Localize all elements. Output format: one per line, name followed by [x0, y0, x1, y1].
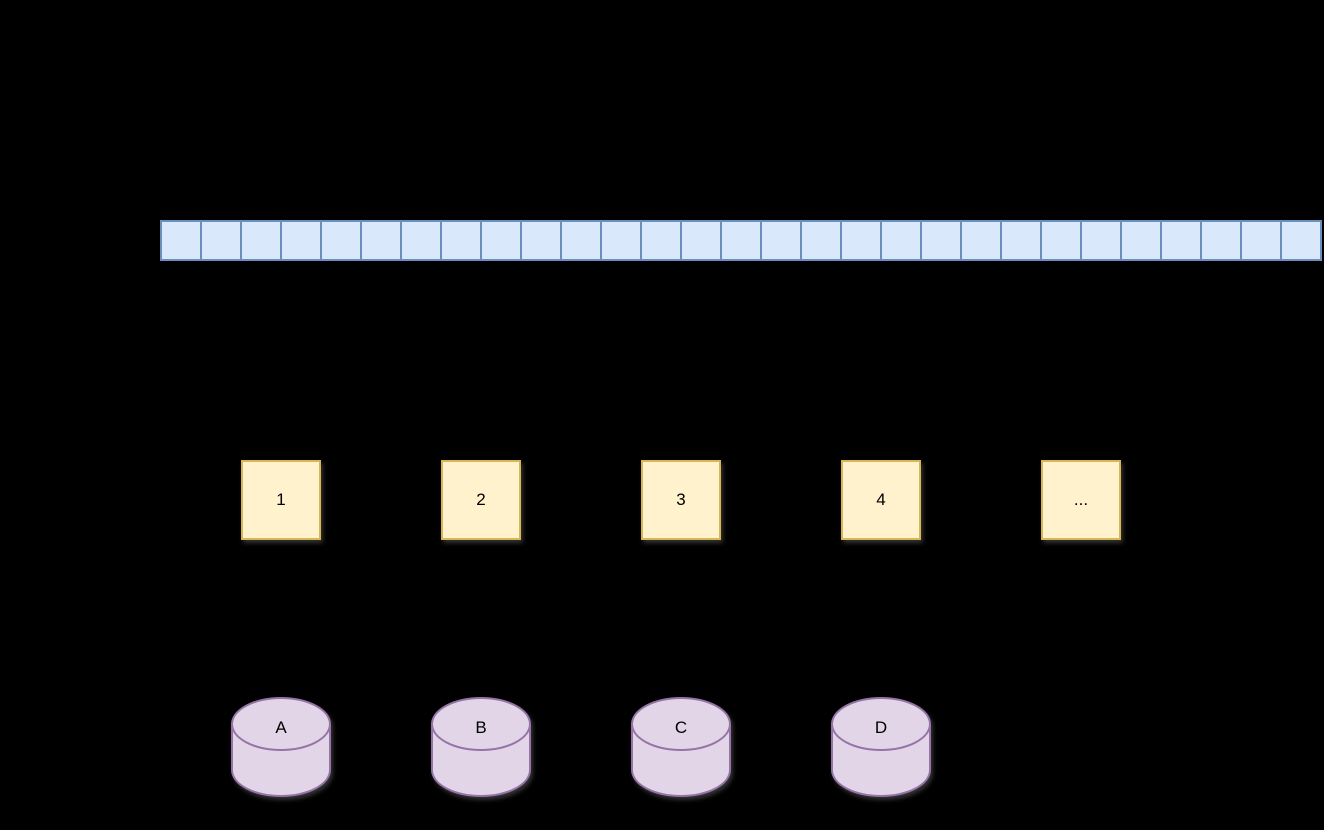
- slot-cell: [562, 222, 602, 259]
- shard-label: 2: [476, 490, 486, 509]
- slot-cell: [402, 222, 442, 259]
- shard-node: 4: [841, 460, 921, 540]
- slot-cell: [682, 222, 722, 259]
- database-label: B: [475, 718, 487, 737]
- slot-cell: [522, 222, 562, 259]
- slot-cell: [1202, 222, 1242, 259]
- slot-cell: [962, 222, 1002, 259]
- database-row: A B C D: [231, 697, 931, 797]
- slot-cell: [602, 222, 642, 259]
- slot-cell: [762, 222, 802, 259]
- database-cylinder: C: [631, 697, 731, 797]
- database-cylinder-top: [631, 697, 731, 751]
- slot-cell: [882, 222, 922, 259]
- slot-cell: [1122, 222, 1162, 259]
- shard-node: 2: [441, 460, 521, 540]
- shard-label: 3: [676, 490, 686, 509]
- slot-cell: [1042, 222, 1082, 259]
- slot-cell: [202, 222, 242, 259]
- slot-cell: [1162, 222, 1202, 259]
- shard-label: 4: [876, 490, 886, 509]
- slot-cell: [922, 222, 962, 259]
- shard-node: ...: [1041, 460, 1121, 540]
- shard-label: ...: [1073, 490, 1089, 509]
- slot-cell: [1002, 222, 1042, 259]
- database-cylinder: B: [431, 697, 531, 797]
- slot-cell: [482, 222, 522, 259]
- database-label: D: [874, 718, 888, 737]
- slot-bar: [160, 220, 1322, 261]
- database-cylinder: A: [231, 697, 331, 797]
- slot-cell: [362, 222, 402, 259]
- slot-cell: [242, 222, 282, 259]
- slot-cell: [1242, 222, 1282, 259]
- database-cylinder: D: [831, 697, 931, 797]
- shard-label: 1: [276, 490, 286, 509]
- slot-cell: [722, 222, 762, 259]
- slot-cell: [282, 222, 322, 259]
- database-label: C: [674, 718, 688, 737]
- slot-cell: [642, 222, 682, 259]
- shard-node: 1: [241, 460, 321, 540]
- slot-cell: [162, 222, 202, 259]
- database-cylinder-top: [231, 697, 331, 751]
- slot-cell: [322, 222, 362, 259]
- slot-cell: [802, 222, 842, 259]
- slot-cell: [442, 222, 482, 259]
- database-label: A: [275, 718, 287, 737]
- shard-row: 1 2 3 4...: [241, 460, 1121, 540]
- database-cylinder-top: [831, 697, 931, 751]
- shard-node: 3: [641, 460, 721, 540]
- slot-cell: [842, 222, 882, 259]
- database-cylinder-top: [431, 697, 531, 751]
- slot-cell: [1082, 222, 1122, 259]
- slot-cell: [1282, 222, 1320, 259]
